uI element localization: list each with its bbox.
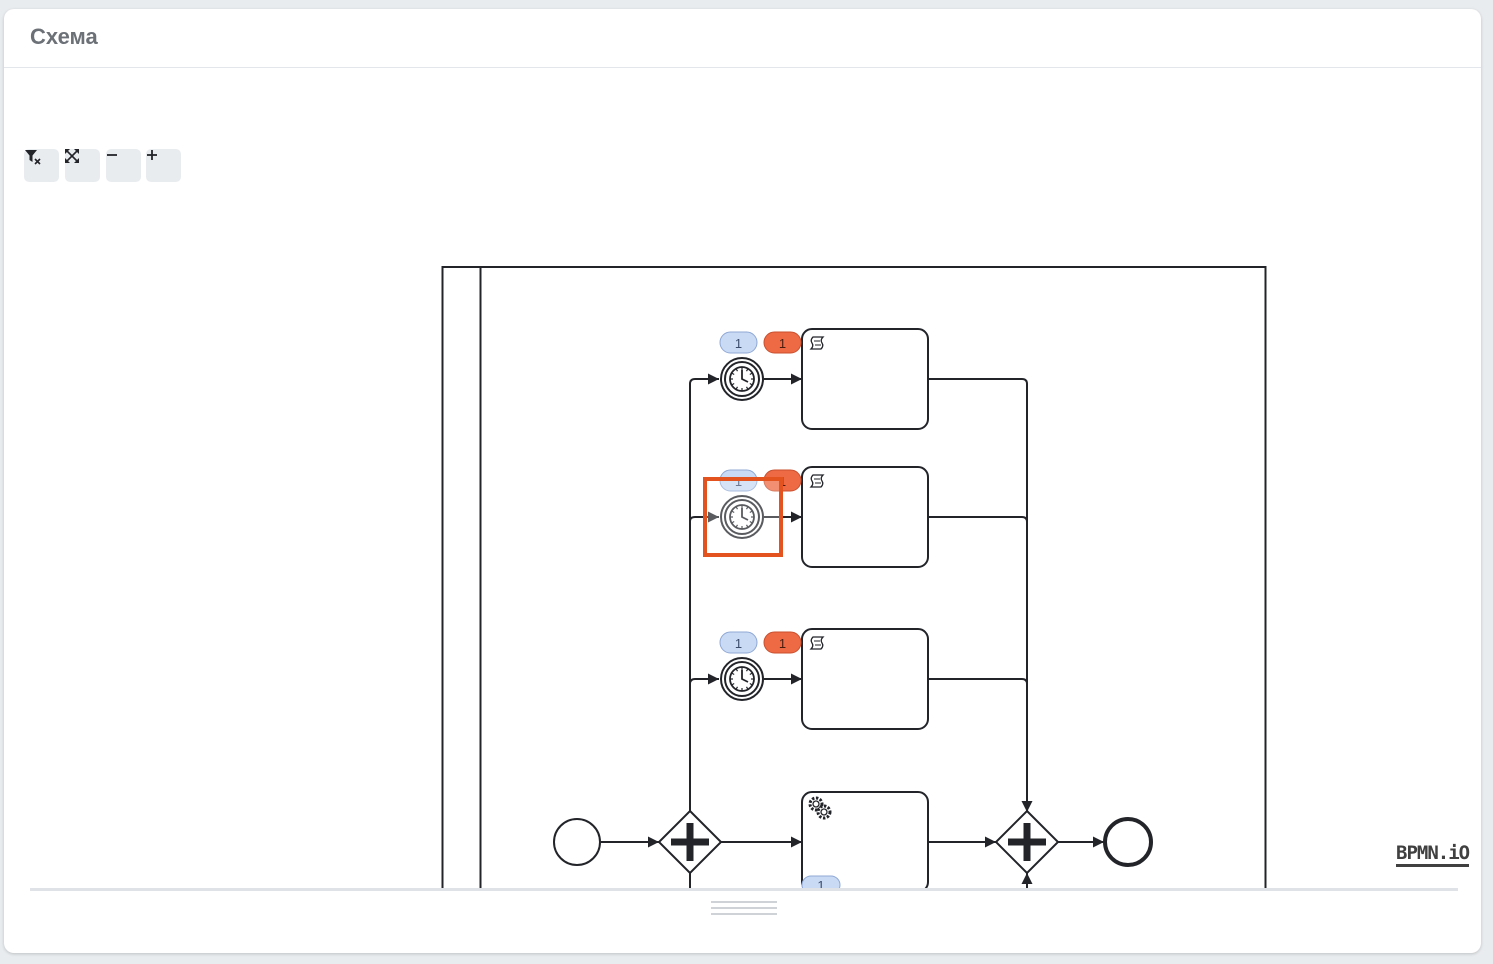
script-icon	[810, 336, 824, 350]
selection-highlight	[703, 477, 783, 557]
script-task-1[interactable]	[801, 328, 929, 430]
schema-panel: Схема	[4, 9, 1481, 953]
bpmn-diagram[interactable]: 1 1 1 1 1	[4, 69, 1481, 889]
timer-badges-3: 1 1	[719, 631, 802, 654]
script-task-2[interactable]	[801, 466, 929, 568]
fit-viewport-button[interactable]	[65, 149, 100, 182]
timer-event-1[interactable]	[720, 357, 764, 401]
resize-handle[interactable]	[711, 901, 777, 917]
service-task[interactable]: 1	[801, 791, 929, 889]
script-icon	[810, 474, 824, 488]
plus-icon	[147, 150, 157, 160]
bpmn-io-logo[interactable]: BPMN.iO	[1396, 842, 1470, 867]
script-task-3[interactable]	[801, 628, 929, 730]
badge-error-count: 1	[779, 336, 786, 351]
parallel-gateway-split[interactable]	[657, 809, 723, 875]
clock-icon	[720, 657, 764, 701]
badge-info	[719, 631, 758, 654]
service-task-badge-count: 1	[817, 878, 824, 889]
script-icon	[810, 636, 824, 650]
clear-filter-button[interactable]	[24, 149, 59, 182]
badge-info	[719, 331, 758, 354]
panel-header: Схема	[4, 9, 1481, 68]
panel-title: Схема	[30, 24, 98, 49]
clock-icon	[720, 357, 764, 401]
filter-clear-icon	[25, 150, 41, 165]
timer-event-3[interactable]	[720, 657, 764, 701]
badge-error-count: 1	[779, 636, 786, 651]
minus-icon	[107, 154, 117, 156]
start-event[interactable]	[553, 818, 601, 866]
expand-arrows-icon	[65, 149, 79, 163]
parallel-gateway-join[interactable]	[994, 809, 1060, 875]
splitter-line	[30, 888, 1458, 891]
gears-icon	[808, 796, 832, 820]
end-event[interactable]	[1103, 817, 1153, 867]
badge-info-count: 1	[735, 474, 742, 489]
badge-info-count: 1	[735, 336, 742, 351]
badge-error	[763, 331, 802, 354]
zoom-out-button[interactable]	[106, 149, 141, 182]
service-task-badge	[801, 875, 841, 889]
badge-info-count: 1	[735, 636, 742, 651]
timer-badges-1: 1 1	[719, 331, 802, 354]
badge-error	[763, 631, 802, 654]
zoom-in-button[interactable]	[146, 149, 181, 182]
bpmn-canvas[interactable]: 1 1 1 1 1	[4, 69, 1481, 889]
